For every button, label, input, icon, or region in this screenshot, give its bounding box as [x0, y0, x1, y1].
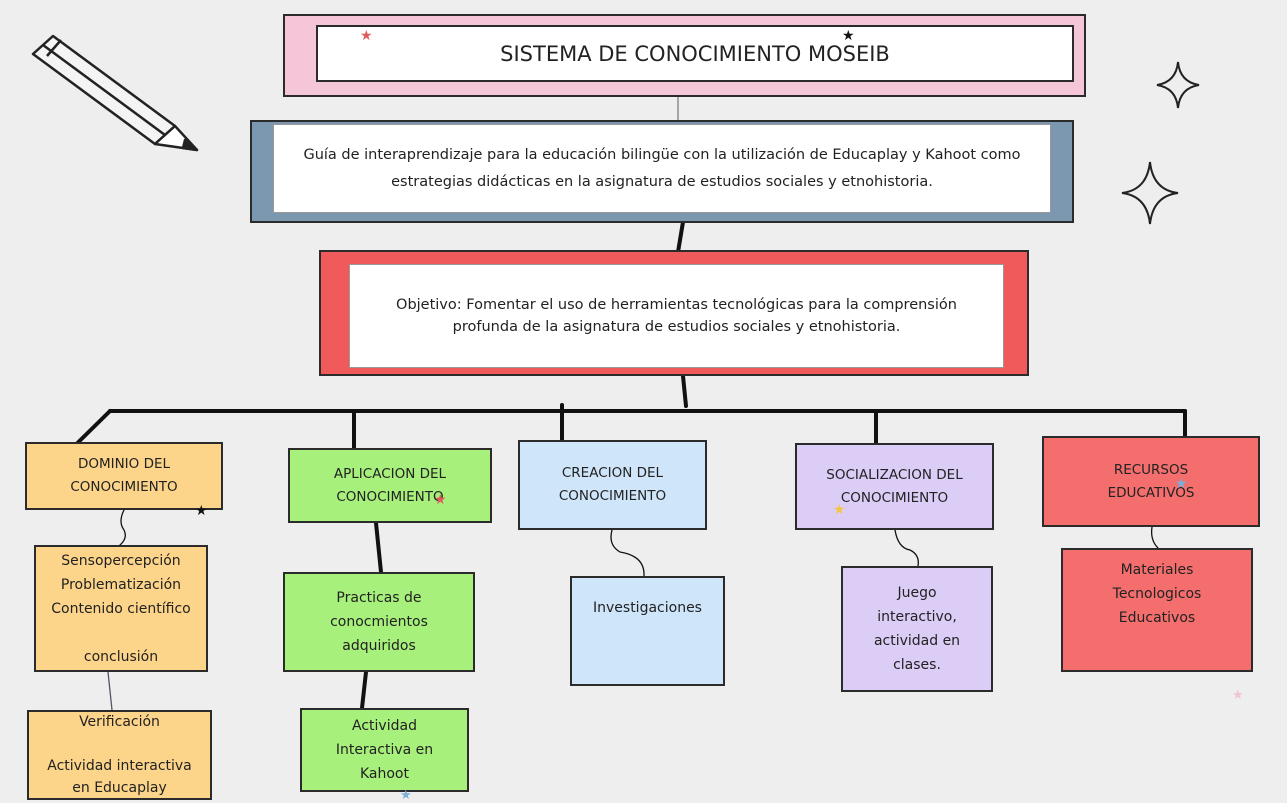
category-socializacion: SOCIALIZACION DEL CONOCIMIENTO — [795, 443, 994, 530]
sparkle-icon — [1121, 161, 1179, 225]
description-text: Guía de interaprendizaje para la educaci… — [273, 124, 1051, 213]
aplicacion-activity: Actividad Interactiva en Kahoot — [300, 708, 469, 792]
socializacion-game: Juego interactivo, actividad en clases. — [841, 566, 993, 692]
dominio-steps: Sensopercepción Problematización Conteni… — [34, 545, 208, 672]
sparkle-icon — [1156, 61, 1200, 109]
category-dominio: DOMINIO DEL CONOCIMIENTO — [25, 442, 223, 510]
creacion-research: Investigaciones — [570, 576, 725, 686]
star-icon: ★ — [400, 788, 412, 803]
recursos-materials: Materiales Tecnologicos Educativos — [1061, 548, 1253, 672]
category-recursos: RECURSOS EDUCATIVOS — [1042, 436, 1260, 527]
star-icon: ★ — [1232, 688, 1244, 703]
aplicacion-practice: Practicas de conocmientos adquiridos — [283, 572, 475, 672]
star-icon: ★ — [1175, 476, 1188, 492]
objective-text: Objetivo: Fomentar el uso de herramienta… — [349, 264, 1004, 368]
star-icon: ★ — [842, 28, 855, 44]
category-aplicacion: APLICACION DEL CONOCIMIENTO — [288, 448, 492, 523]
category-creacion: CREACION DEL CONOCIMIENTO — [518, 440, 707, 530]
dominio-activity: Verificación Actividad interactiva en Ed… — [27, 710, 212, 800]
pencil-icon — [31, 34, 199, 152]
star-icon: ★ — [360, 28, 373, 44]
star-icon: ★ — [833, 502, 846, 518]
star-icon: ★ — [434, 492, 447, 508]
page-title: SISTEMA DE CONOCIMIENTO MOSEIB — [316, 25, 1074, 82]
star-icon: ★ — [195, 503, 208, 519]
